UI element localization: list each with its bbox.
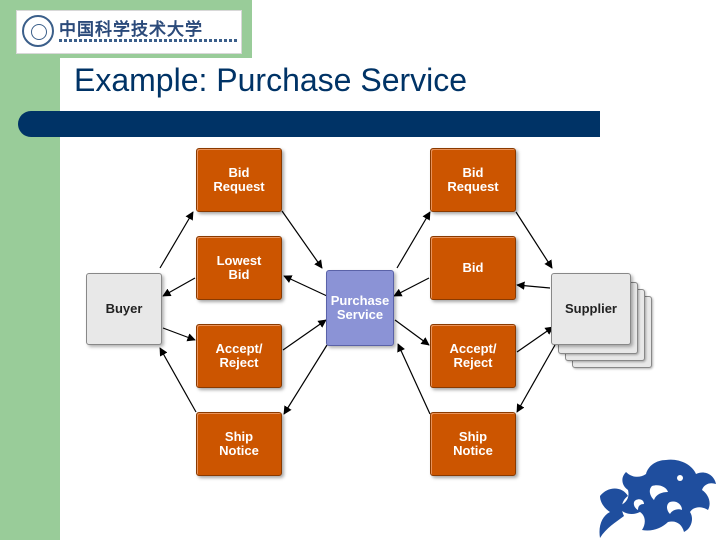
- message-label: Accept/ Reject: [449, 341, 497, 370]
- logo-area: 中国科学技术大学: [0, 0, 252, 58]
- arrow-ship-notice-to-service: [397, 343, 431, 415]
- message-label: Lowest Bid: [216, 253, 262, 282]
- supplier-bid-request-box: Bid Request: [430, 148, 516, 212]
- message-label: Ship Notice: [453, 429, 493, 458]
- arrow-service-to-lowest-bid: [283, 275, 328, 297]
- supplier-bid-box: Bid: [430, 236, 516, 300]
- buyer-bid-request-box: Bid Request: [196, 148, 282, 212]
- supplier-label: Supplier: [564, 301, 617, 316]
- seal-icon: [22, 15, 54, 47]
- buyer-label: Buyer: [105, 301, 143, 316]
- title-underline-bar: [18, 111, 600, 137]
- arrow-supplier-to-ship-notice: [516, 344, 556, 413]
- message-label: Bid: [462, 260, 484, 275]
- arrow-buyer-to-bid-request: [159, 211, 194, 269]
- message-label: Bid Request: [447, 165, 499, 194]
- supplier-box: Supplier: [551, 273, 631, 345]
- purchase-service-box: Purchase Service: [326, 270, 394, 346]
- page-title: Example: Purchase Service: [74, 62, 468, 98]
- arrow-bid-request-to-service: [281, 210, 323, 269]
- sidebar-band: [0, 0, 60, 540]
- arrow-ship-notice-to-buyer: [159, 347, 197, 413]
- dragon-emblem-icon: [599, 459, 716, 538]
- arrow-service-to-supplier-accept-reject: [394, 319, 430, 346]
- service-label: Purchase Service: [330, 293, 390, 322]
- arrow-lowest-bid-to-buyer: [162, 277, 196, 297]
- message-label: Accept/ Reject: [215, 341, 263, 370]
- arrow-bid-to-service: [393, 277, 430, 297]
- message-label: Bid Request: [213, 165, 265, 194]
- buyer-ship-notice-box: Ship Notice: [196, 412, 282, 476]
- university-logo: 中国科学技术大学: [16, 10, 242, 54]
- arrow-supplier-accept-reject-to-supplier: [516, 326, 554, 353]
- logo-english-text: [59, 39, 237, 42]
- supplier-ship-notice-box: Ship Notice: [430, 412, 516, 476]
- buyer-accept-reject-box: Accept/ Reject: [196, 324, 282, 388]
- logo-chinese-text: 中国科学技术大学: [59, 20, 203, 40]
- arrow-service-to-supplier-bid-request: [396, 211, 431, 269]
- message-label: Ship Notice: [219, 429, 259, 458]
- arrow-buyer-to-accept-reject: [162, 327, 196, 342]
- supplier-accept-reject-box: Accept/ Reject: [430, 324, 516, 388]
- buyer-lowest-bid-box: Lowest Bid: [196, 236, 282, 300]
- arrow-supplier-to-bid: [516, 281, 551, 290]
- arrow-supplier-bid-request-to-supplier: [515, 211, 553, 269]
- buyer-box: Buyer: [86, 273, 162, 345]
- arrow-service-to-buyer-ship-notice: [283, 344, 328, 415]
- arrow-accept-reject-to-service: [282, 319, 327, 351]
